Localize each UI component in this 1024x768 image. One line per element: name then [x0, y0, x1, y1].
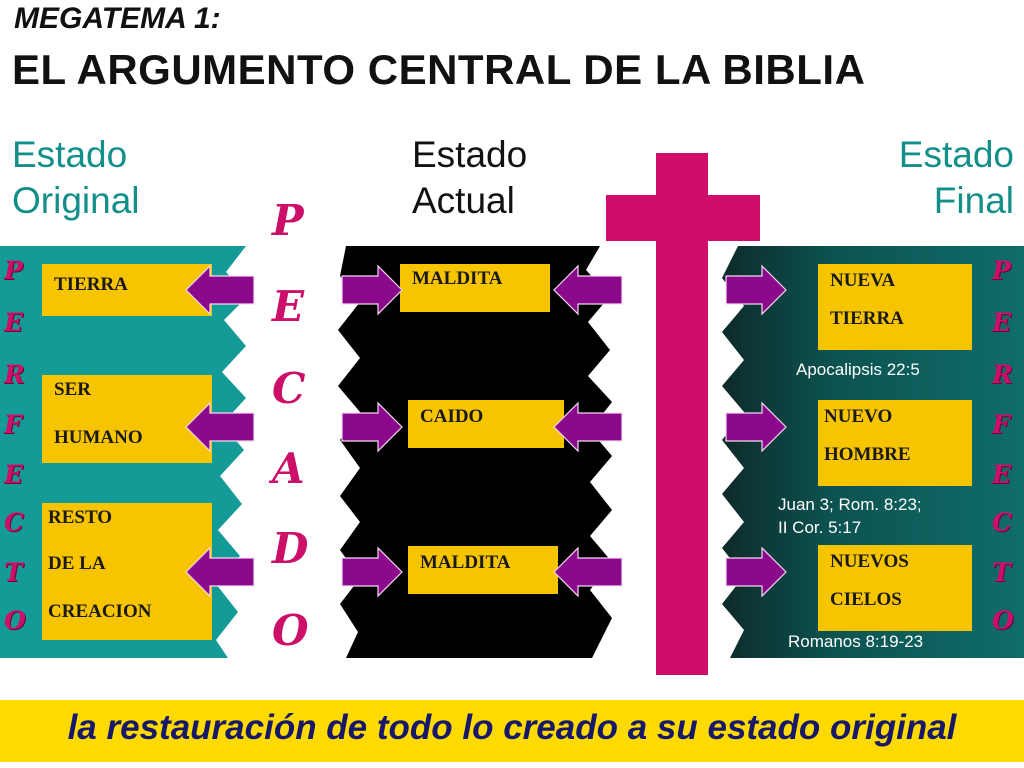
box-text: DE LA: [48, 553, 106, 574]
box-text: NUEVA: [830, 270, 896, 291]
perfecto-left-letter: F: [4, 410, 22, 439]
right-arrow-icon: [341, 401, 403, 453]
perfecto-left-letter: T: [4, 558, 23, 587]
final-box-nueva-tierra: NUEVA TIERRA: [818, 264, 972, 350]
right-arrow-icon: [725, 401, 787, 453]
box-text: MALDITA: [412, 268, 503, 289]
perfecto-left-letter: C: [4, 508, 24, 537]
box-text: CREACION: [48, 601, 152, 622]
perfecto-left-letter: P: [4, 256, 23, 285]
perfecto-left-letter: O: [4, 606, 26, 635]
left-arrow-icon: [185, 264, 255, 316]
original-box-tierra: TIERRA: [42, 264, 212, 316]
left-arrow-icon: [185, 546, 255, 598]
perfecto-right-letter: F: [992, 410, 1010, 439]
perfecto-left-letter: E: [4, 308, 24, 337]
final-box-nuevo-hombre: NUEVO HOMBRE: [818, 400, 972, 486]
actual-box-2: CAIDO: [408, 400, 564, 448]
perfecto-left-letter: E: [4, 460, 24, 489]
state-original-line1: Estado: [12, 134, 128, 175]
box-text: CIELOS: [830, 589, 902, 610]
actual-box-3: MALDITA: [408, 546, 558, 594]
pecado-letter: C: [272, 364, 306, 413]
right-arrow-icon: [725, 546, 787, 598]
right-arrow-icon: [341, 546, 403, 598]
right-arrow-icon: [341, 264, 403, 316]
reference-juan-line1: Juan 3; Rom. 8:23;: [778, 495, 922, 514]
original-box-ser-humano: SER HUMANO: [42, 375, 212, 463]
final-box-nuevos-cielos: NUEVOS CIELOS: [818, 545, 972, 631]
megatema-label: MEGATEMA 1:: [14, 2, 221, 35]
perfecto-right-letter: O: [992, 606, 1014, 635]
state-final-line1: Estado: [898, 134, 1014, 175]
box-text: NUEVOS: [830, 551, 909, 572]
state-actual-line2: Actual: [412, 180, 515, 221]
state-final-line2: Final: [933, 180, 1014, 221]
perfecto-right-letter: E: [992, 460, 1012, 489]
perfecto-left-letter: R: [4, 360, 25, 389]
pecado-letter: D: [272, 524, 309, 573]
box-text: RESTO: [48, 507, 113, 528]
perfecto-right-letter: P: [992, 256, 1011, 285]
state-original-line2: Original: [12, 180, 140, 221]
original-box-resto-creacion: RESTO DE LA CREACION: [42, 503, 212, 640]
reference-romanos: Romanos 8:19-23: [788, 632, 924, 651]
state-final-heading: Estado Final: [899, 132, 1014, 224]
box-text: HOMBRE: [824, 444, 911, 465]
pecado-letter: E: [272, 282, 305, 331]
box-text: HUMANO: [54, 427, 143, 448]
box-text: MALDITA: [420, 552, 511, 573]
reference-juan-line2: II Cor. 5:17: [778, 518, 862, 537]
cross-icon: [606, 153, 760, 675]
state-actual-line1: Estado: [412, 134, 528, 175]
right-arrow-icon: [725, 264, 787, 316]
page-title: EL ARGUMENTO CENTRAL DE LA BIBLIA: [12, 46, 866, 93]
perfecto-right-letter: R: [992, 360, 1013, 389]
footer-bar: [0, 700, 1024, 762]
left-arrow-icon: [553, 546, 623, 598]
state-original-heading: Estado Original: [12, 132, 140, 224]
box-text: CAIDO: [420, 406, 484, 427]
left-arrow-icon: [553, 401, 623, 453]
perfecto-right-letter: T: [992, 558, 1011, 587]
reference-apocalipsis: Apocalipsis 22:5: [796, 360, 920, 379]
box-text: SER: [54, 379, 91, 400]
footer-text: la restauración de todo lo creado a su e…: [67, 708, 957, 747]
perfecto-right-letter: C: [992, 508, 1012, 537]
state-actual-heading: Estado Actual: [412, 132, 527, 224]
left-arrow-icon: [185, 401, 255, 453]
actual-box-1: MALDITA: [400, 264, 550, 312]
box-text: NUEVO: [824, 406, 893, 427]
pecado-letter: P: [272, 196, 304, 245]
box-text: TIERRA: [54, 274, 128, 295]
box-text: TIERRA: [830, 308, 904, 329]
pecado-letter: O: [272, 606, 309, 655]
left-arrow-icon: [553, 264, 623, 316]
perfecto-right-letter: E: [992, 308, 1012, 337]
pecado-letter: A: [272, 444, 305, 493]
